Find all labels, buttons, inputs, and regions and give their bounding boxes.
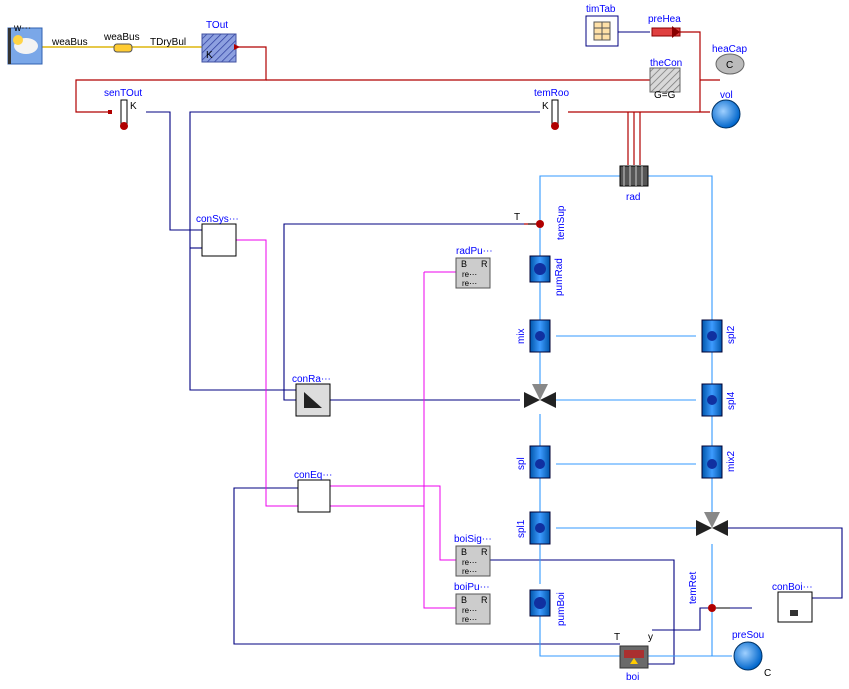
boipu-re1-label: re⋯ xyxy=(462,606,478,615)
rad-block[interactable] xyxy=(619,165,649,187)
pumrad-label: pumRad xyxy=(554,258,565,296)
radpu-r-label: R xyxy=(481,259,488,269)
sentout-sensor[interactable] xyxy=(108,99,128,130)
boisig-block[interactable] xyxy=(455,545,491,577)
sentout-label: senTOut xyxy=(104,88,143,99)
tout-block[interactable] xyxy=(201,33,240,63)
timtab-block[interactable] xyxy=(585,15,619,47)
presou-c-label: C xyxy=(764,668,772,679)
temsup-label: temSup xyxy=(556,205,567,240)
heacap-block[interactable] xyxy=(715,53,745,75)
boisig-r-label: R xyxy=(481,547,488,557)
spl2-junction[interactable] xyxy=(701,319,723,353)
fluid-lines xyxy=(539,175,732,657)
boipu-block[interactable] xyxy=(455,593,491,625)
heacap-c-label: C xyxy=(726,60,734,71)
pumrad-pump[interactable] xyxy=(529,255,551,283)
temret-sensor[interactable] xyxy=(708,604,730,612)
radpu-b-label: B xyxy=(461,259,468,269)
conra-block[interactable] xyxy=(295,383,331,417)
boipu-r-label: R xyxy=(481,595,488,605)
boi-label: boi xyxy=(626,672,640,683)
pumboi-pump[interactable] xyxy=(529,589,551,617)
temroo-unit-label: K xyxy=(542,101,549,112)
boi-y-label: y xyxy=(648,632,653,643)
boipu-re2-label: re⋯ xyxy=(462,615,478,624)
coneq-label: conEq⋯ xyxy=(294,470,333,481)
radpu-re2-label: re⋯ xyxy=(462,279,478,288)
boisig-label: boiSig⋯ xyxy=(454,534,492,545)
boipu-b-label: B xyxy=(461,595,468,605)
rad-label: rad xyxy=(626,192,641,203)
spl-junction[interactable] xyxy=(529,445,551,479)
signal-lines xyxy=(146,31,843,665)
spl2-label: spl2 xyxy=(726,325,737,344)
pumboi-label: pumBoi xyxy=(556,592,567,626)
presou-block[interactable] xyxy=(733,641,763,671)
tdrybul-label: TDryBul xyxy=(150,37,187,48)
thecon-label: theCon xyxy=(650,58,683,69)
thecon-block[interactable] xyxy=(649,67,681,93)
temroo-label: temRoo xyxy=(534,88,570,99)
mix2-junction[interactable] xyxy=(701,445,723,479)
temsup-t-label: T xyxy=(514,212,521,223)
conboi-label: conBoi⋯ xyxy=(772,582,813,593)
preHea-block[interactable] xyxy=(651,26,681,38)
consys-label: conSys⋯ xyxy=(196,214,239,225)
vol-label: vol xyxy=(720,90,733,101)
spl-label: spl xyxy=(516,457,527,470)
heacap-label: heaCap xyxy=(712,44,748,55)
weabus-line-label: weaBus xyxy=(52,37,88,48)
mix-junction[interactable] xyxy=(529,319,551,353)
val-three-way[interactable] xyxy=(524,384,556,408)
weather-data-label: w⋯ xyxy=(14,23,32,34)
boolean-lines xyxy=(236,239,456,609)
weather-data-block[interactable] xyxy=(7,27,43,65)
heat-port-lines xyxy=(75,31,720,225)
boiler-block[interactable] xyxy=(619,645,649,669)
timtab-label: timTab xyxy=(586,4,616,15)
valboi-three-way[interactable] xyxy=(696,512,728,536)
boipu-label: boiPu⋯ xyxy=(454,582,490,593)
boisig-re2-label: re⋯ xyxy=(462,567,478,576)
conboi-block[interactable] xyxy=(777,591,813,623)
consys-block[interactable] xyxy=(201,223,237,257)
temret-label: temRet xyxy=(688,571,699,604)
weabus-node[interactable] xyxy=(113,43,133,53)
radpu-re1-label: re⋯ xyxy=(462,270,478,279)
spl4-junction[interactable] xyxy=(701,383,723,417)
mix2-label: mix2 xyxy=(726,450,737,472)
coneq-block[interactable] xyxy=(297,479,331,513)
boisig-b-label: B xyxy=(461,547,468,557)
spl1-junction[interactable] xyxy=(529,511,551,545)
temsup-sensor[interactable] xyxy=(528,220,544,228)
tout-label: TOut xyxy=(206,20,229,31)
spl4-label: spl4 xyxy=(726,391,737,410)
sentout-unit-label: K xyxy=(130,101,137,112)
boi-t-label: T xyxy=(614,632,621,643)
tout-unit-label: K xyxy=(206,50,213,61)
boisig-re1-label: re⋯ xyxy=(462,558,478,567)
conra-label: conRa⋯ xyxy=(292,374,331,385)
spl1-label: spl1 xyxy=(516,519,527,538)
temroo-sensor[interactable] xyxy=(551,99,559,130)
radpu-label: radPu⋯ xyxy=(456,246,493,257)
radpu-block[interactable] xyxy=(455,257,491,289)
mix-label: mix xyxy=(516,328,527,344)
presou-label: preSou xyxy=(732,630,765,641)
thecon-gg-label: G=G xyxy=(654,90,676,101)
vol-block[interactable] xyxy=(711,99,741,129)
weabus-node-label: weaBus xyxy=(104,32,140,43)
prehea-label: preHea xyxy=(648,14,681,25)
